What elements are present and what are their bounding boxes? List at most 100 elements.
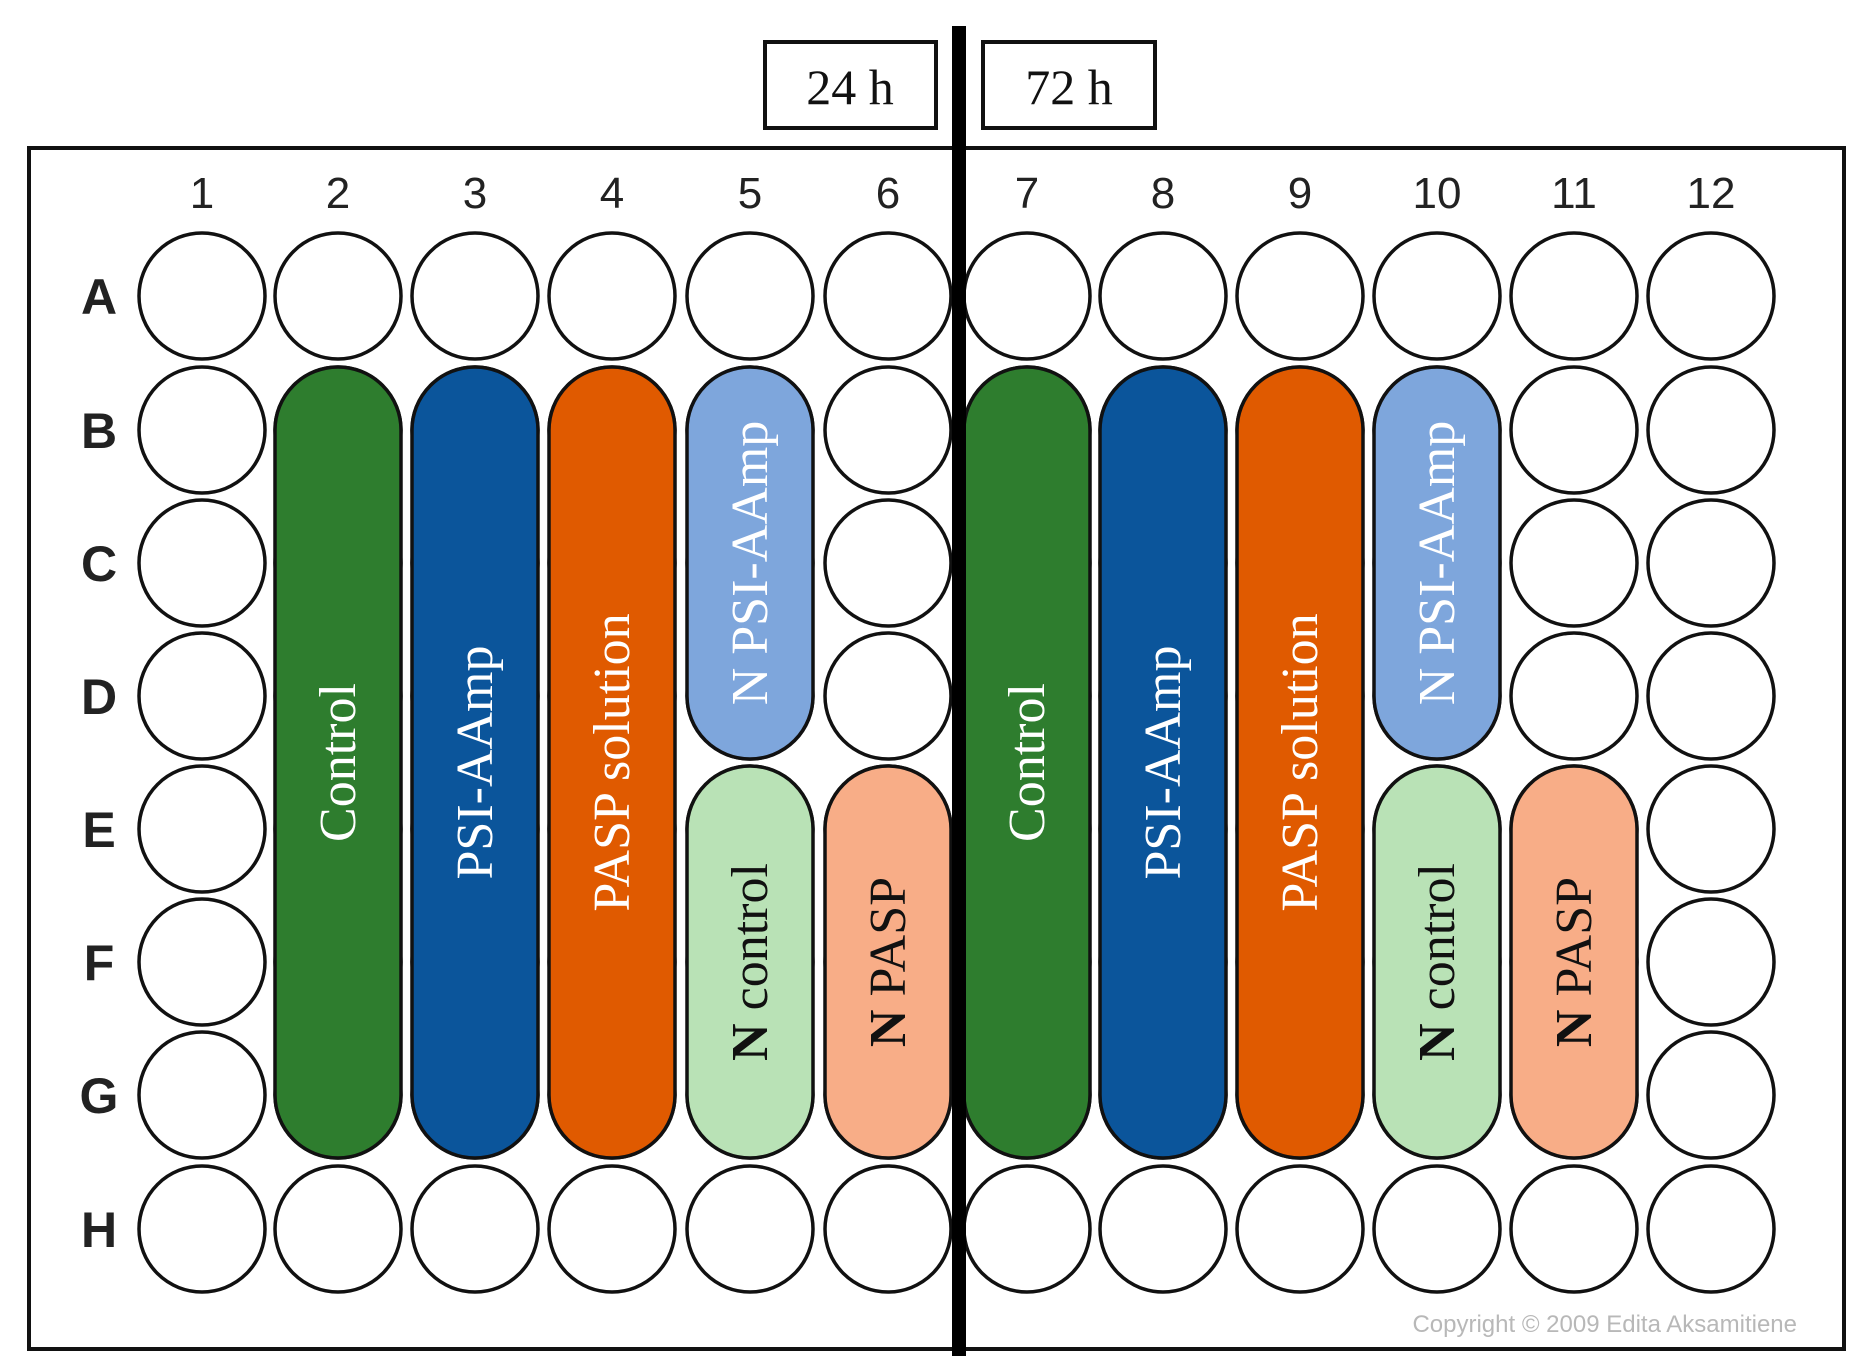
well-H11 [1509, 1164, 1639, 1294]
group-label-n-control-72h: N control [1409, 863, 1466, 1061]
group-bar-n-control-24h [685, 764, 815, 1160]
group-pasp-solution-72h: PASP solution [1235, 365, 1365, 1160]
group-label-text: PASP [860, 877, 917, 1010]
well-H5 [685, 1164, 815, 1294]
row-label-A: A [81, 269, 117, 325]
group-bar-control-24h [273, 365, 403, 1160]
group-n-pasp-72h: N PASP [1509, 764, 1639, 1160]
group-bar-psi-aamp-24h [410, 365, 540, 1160]
column-label-7: 7 [1015, 169, 1039, 218]
well-A10 [1372, 231, 1502, 361]
group-bar-n-pasp-72h [1509, 764, 1639, 1160]
group-label-text: PASP [1546, 877, 1603, 1010]
time-text-72h: 72 h [1025, 59, 1113, 115]
group-label-text: control [1409, 863, 1466, 1023]
group-control-72h: Control [962, 365, 1092, 1160]
column-label-3: 3 [463, 169, 487, 218]
well-C1 [137, 498, 267, 628]
group-label-n-pasp-72h: N PASP [1546, 877, 1603, 1047]
column-label-2: 2 [326, 169, 350, 218]
well-A1 [137, 231, 267, 361]
column-label-1: 1 [190, 169, 214, 218]
group-label-prefix: N [1546, 1009, 1603, 1047]
group-label-control-24h: Control [310, 683, 367, 842]
group-n-psi-aamp-72h: N PSI-AAmp [1372, 365, 1502, 761]
well-D11 [1509, 631, 1639, 761]
well-A4 [547, 231, 677, 361]
group-label-n-control-24h: N control [722, 863, 779, 1061]
well-H4 [547, 1164, 677, 1294]
group-label-prefix: N [1409, 1023, 1466, 1061]
row-label-F: F [84, 935, 115, 991]
well-B12 [1646, 365, 1776, 495]
group-label-text: PSI-AAmp [1135, 645, 1192, 879]
group-control-24h: Control [273, 365, 403, 1160]
well-G1 [137, 1030, 267, 1160]
well-E1 [137, 764, 267, 894]
group-label-n-psi-aamp-72h: N PSI-AAmp [1409, 421, 1466, 706]
group-label-n-pasp-24h: N PASP [860, 877, 917, 1047]
well-A8 [1098, 231, 1228, 361]
group-pasp-solution-24h: PASP solution [547, 365, 677, 1160]
well-B1 [137, 365, 267, 495]
group-n-control-24h: N control [685, 764, 815, 1160]
well-D12 [1646, 631, 1776, 761]
well-A5 [685, 231, 815, 361]
group-bar-n-psi-aamp-72h [1372, 365, 1502, 761]
group-psi-aamp-24h: PSI-AAmp [410, 365, 540, 1160]
well-E12 [1646, 764, 1776, 894]
well-H7 [962, 1164, 1092, 1294]
row-label-G: G [80, 1068, 119, 1124]
row-label-C: C [81, 536, 117, 592]
well-A2 [273, 231, 403, 361]
well-C11 [1509, 498, 1639, 628]
column-label-9: 9 [1288, 169, 1312, 218]
group-n-psi-aamp-24h: N PSI-AAmp [685, 365, 815, 761]
row-label-H: H [81, 1202, 117, 1258]
row-label-B: B [81, 403, 117, 459]
well-H6 [823, 1164, 953, 1294]
well-G12 [1646, 1030, 1776, 1160]
group-n-pasp-24h: N PASP [823, 764, 953, 1160]
group-psi-aamp-72h: PSI-AAmp [1098, 365, 1228, 1160]
group-label-psi-aamp-24h: PSI-AAmp [447, 645, 504, 879]
group-n-control-72h: N control [1372, 764, 1502, 1160]
group-bar-pasp-solution-24h [547, 365, 677, 1160]
group-bar-n-psi-aamp-24h [685, 365, 815, 761]
group-label-text: control [722, 863, 779, 1023]
group-label-prefix: N [860, 1009, 917, 1047]
well-H12 [1646, 1164, 1776, 1294]
group-bar-n-pasp-24h [823, 764, 953, 1160]
group-bar-n-control-72h [1372, 764, 1502, 1160]
well-F12 [1646, 897, 1776, 1027]
column-label-12: 12 [1687, 169, 1736, 218]
group-label-text: N PSI-AAmp [722, 421, 779, 706]
well-C12 [1646, 498, 1776, 628]
time-box-24h [763, 40, 938, 130]
group-label-text: Control [310, 683, 367, 842]
well-A6 [823, 231, 953, 361]
group-label-n-psi-aamp-24h: N PSI-AAmp [722, 421, 779, 706]
well-B11 [1509, 365, 1639, 495]
well-H2 [273, 1164, 403, 1294]
column-label-4: 4 [600, 169, 624, 218]
column-label-5: 5 [738, 169, 762, 218]
group-label-text: PASP solution [584, 613, 641, 911]
well-A12 [1646, 231, 1776, 361]
row-label-D: D [81, 669, 117, 725]
time-text-24h: 24 h [806, 59, 894, 115]
well-B6 [823, 365, 953, 495]
divider-line [952, 26, 966, 1356]
time-box-72h [981, 40, 1157, 130]
well-A11 [1509, 231, 1639, 361]
time-label-72h: 72 h [981, 40, 1157, 130]
group-label-control-72h: Control [999, 683, 1056, 842]
column-label-10: 10 [1413, 169, 1462, 218]
well-H8 [1098, 1164, 1228, 1294]
well-A9 [1235, 231, 1365, 361]
group-label-prefix: N [722, 1023, 779, 1061]
